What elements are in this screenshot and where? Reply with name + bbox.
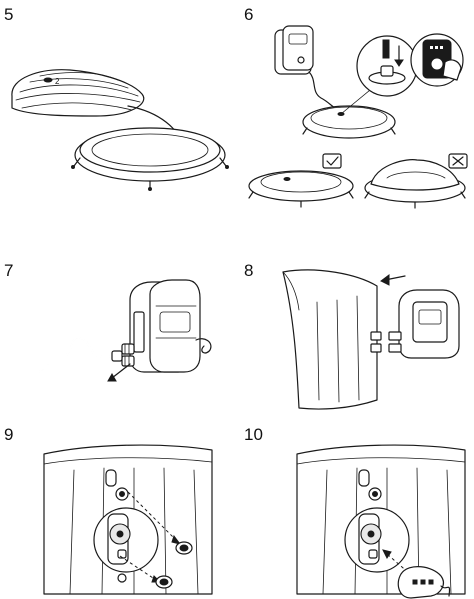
incorrect-inflation-example (365, 154, 467, 208)
hose-nozzle (383, 40, 389, 58)
connector-zoom-circle (345, 508, 409, 572)
plug-upper (176, 542, 192, 554)
pressing-finger (443, 60, 461, 80)
step-5-svg: 2 (0, 0, 237, 200)
folded-cover: 2 (12, 70, 144, 116)
correct-inflation-example (249, 154, 353, 207)
port-lower (122, 356, 134, 366)
port-upper (122, 344, 134, 354)
wall-control-knob (359, 470, 369, 486)
step-10-illustration (237, 430, 474, 599)
valve-zoom-circle (357, 36, 417, 96)
pump-unit (389, 290, 459, 358)
step-5-callout: 2 (55, 77, 60, 86)
pump-unit (275, 26, 313, 74)
connector-zoom-circle (94, 508, 158, 572)
spa-inflating (303, 106, 395, 138)
step-9-illustration (0, 430, 237, 599)
check-icon (323, 154, 341, 168)
step-7-svg (0, 260, 237, 410)
drain-valve (118, 574, 126, 582)
step-6-illustration (237, 0, 474, 220)
wall-port-lower (371, 344, 381, 352)
wall-control-knob (106, 470, 116, 486)
pump-unit (122, 280, 200, 372)
remove-arrow (112, 364, 130, 378)
spa-base (72, 128, 229, 191)
step-6-svg (237, 0, 474, 215)
step-7-illustration (0, 260, 237, 415)
control-panel-zoom-circle (411, 34, 463, 86)
spa-wall (283, 270, 381, 409)
step-8-illustration (237, 250, 474, 425)
wall-port-upper (371, 332, 381, 340)
step-5-illustration: 2 (0, 0, 237, 205)
plug-lower (156, 576, 172, 588)
step-9-svg (0, 430, 237, 594)
step-8-svg (237, 250, 474, 420)
step-10-svg (237, 430, 474, 594)
air-hose (40, 338, 122, 372)
